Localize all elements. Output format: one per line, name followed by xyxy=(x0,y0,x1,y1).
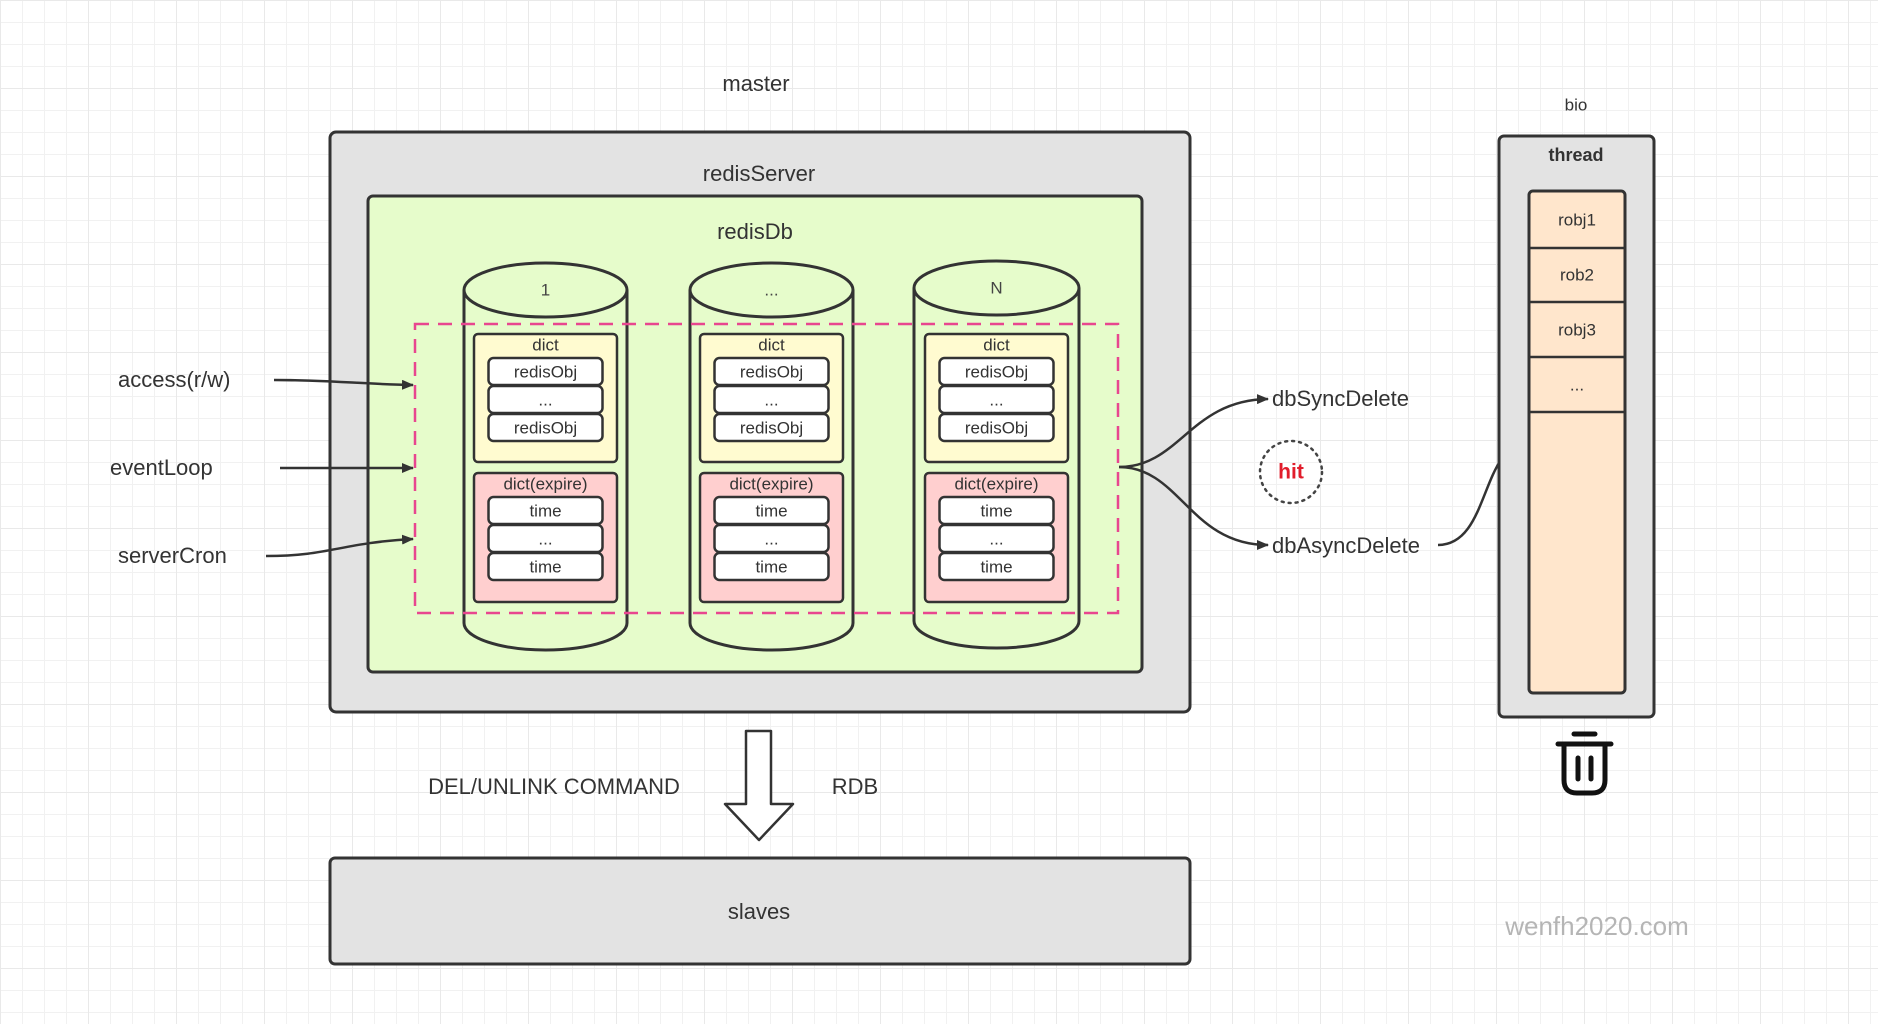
expire-entry-label: ... xyxy=(989,529,1004,548)
dict-entry-label: ... xyxy=(989,390,1004,409)
hit-circle xyxy=(1258,439,1324,505)
thread-label: thread xyxy=(1548,145,1604,165)
replication-arrow xyxy=(723,729,795,842)
dict-entry-label: ... xyxy=(764,390,779,409)
dict-entry-label: redisObj xyxy=(964,418,1029,437)
servercron-arrow xyxy=(265,534,414,558)
rdb-label: RDB xyxy=(831,774,879,799)
sync-delete-arrow xyxy=(1118,394,1269,469)
dict-entry-label: redisObj xyxy=(964,362,1029,381)
master-label: master xyxy=(722,71,790,96)
bio-queue-item: robj1 xyxy=(1558,210,1596,229)
db-instance-2 xyxy=(688,261,855,652)
dict-entry-label: ... xyxy=(538,390,553,409)
cylinder-top xyxy=(462,261,629,319)
dict-entry xyxy=(713,412,830,443)
expire-entry-label: time xyxy=(529,557,562,576)
input-server-cron: serverCron xyxy=(118,543,227,568)
input-event-loop: eventLoop xyxy=(110,455,213,480)
expire-entry-label: time xyxy=(529,501,562,520)
db-instances xyxy=(462,259,1081,652)
dict-entry xyxy=(487,412,604,443)
hit-label: hit xyxy=(1278,460,1304,484)
db-instance-label: ... xyxy=(764,280,779,300)
dict-entry-label: redisObj xyxy=(513,362,578,381)
expire-entry-label: time xyxy=(755,501,788,520)
redis-db-label: redisDb xyxy=(717,219,793,244)
keyspace-dashed-region xyxy=(413,322,1120,615)
del-unlink-label: DEL/UNLINK COMMAND xyxy=(428,774,680,799)
expire-entry-label: time xyxy=(980,501,1013,520)
db-instance-1 xyxy=(462,261,629,652)
db-instance-label: 1 xyxy=(540,280,551,300)
trash-icon xyxy=(1555,731,1614,796)
db-instance-label: N xyxy=(990,278,1003,298)
bio-queue-column xyxy=(1527,189,1627,695)
slaves-label: slaves xyxy=(727,899,791,924)
expire-dict-label: dict(expire) xyxy=(954,474,1039,494)
input-access: access(r/w) xyxy=(118,367,231,392)
dict-label: dict xyxy=(758,335,785,355)
bio-label: bio xyxy=(1564,95,1588,115)
dict-entry-label: redisObj xyxy=(739,418,804,437)
bio-queue-item: robj3 xyxy=(1558,320,1596,339)
db-async-delete-label: dbAsyncDelete xyxy=(1272,533,1420,558)
bio-queue-item: ... xyxy=(1569,375,1585,394)
dict-entry-label: redisObj xyxy=(739,362,804,381)
dict-label: dict xyxy=(983,335,1010,355)
dict-entry xyxy=(938,412,1055,443)
dict-entry-label: redisObj xyxy=(513,418,578,437)
expire-dict-label: dict(expire) xyxy=(503,474,588,494)
expire-entry xyxy=(713,551,830,582)
redis-server-label: redisServer xyxy=(702,161,816,186)
async-delete-arrow xyxy=(1118,465,1269,550)
access-arrow xyxy=(273,378,414,390)
cylinder-top xyxy=(912,259,1081,317)
bio-queue-dividers xyxy=(1529,246,1625,414)
db-instance-3 xyxy=(912,259,1081,650)
db-sync-delete-label: dbSyncDelete xyxy=(1272,386,1409,411)
expire-entry xyxy=(938,551,1055,582)
expire-dict-label: dict(expire) xyxy=(729,474,814,494)
expire-entry-label: ... xyxy=(538,529,553,548)
expire-entry-label: time xyxy=(980,557,1013,576)
slaves-box xyxy=(328,856,1192,966)
expire-entry xyxy=(487,551,604,582)
bio-queue-item: rob2 xyxy=(1559,265,1595,285)
expire-entry-label: time xyxy=(755,557,788,576)
dict-label: dict xyxy=(532,335,559,355)
watermark: wenfh2020.com xyxy=(1505,911,1689,941)
expire-entry-label: ... xyxy=(764,529,779,548)
cylinder-top xyxy=(688,261,855,319)
